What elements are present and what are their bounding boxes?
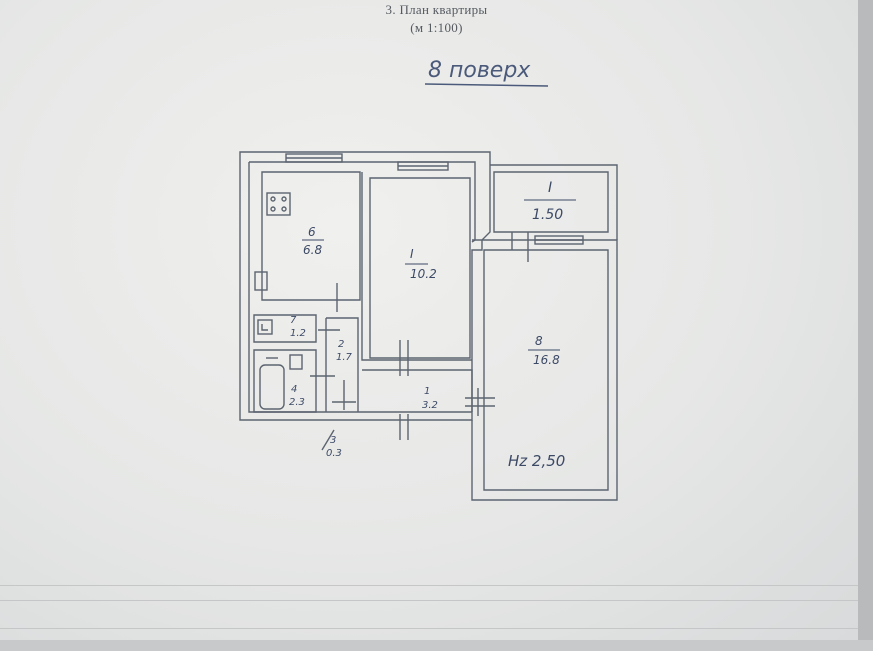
hall-area: 3.2 — [422, 400, 438, 411]
toilet-symbol — [261, 324, 268, 331]
closet-wall — [326, 317, 359, 412]
burner — [270, 196, 276, 202]
room-2-inner-wall — [483, 249, 609, 491]
bathroom-wall — [253, 349, 317, 413]
paper-fold — [0, 585, 858, 586]
stove-icon — [266, 192, 291, 216]
hall-number: 1 — [424, 386, 430, 397]
floor-note: 8 поверх — [428, 58, 531, 83]
toilet-fixture-icon — [257, 319, 273, 335]
toilet-number: 7 — [290, 315, 297, 326]
burner — [281, 206, 287, 212]
room-1-number: I — [410, 247, 414, 261]
entry-area: 0.3 — [326, 448, 342, 459]
paper-fold — [0, 628, 858, 629]
hall-wall — [362, 369, 473, 412]
kitchen-number: 6 — [308, 225, 316, 239]
balcony-area: 1.50 — [532, 207, 563, 223]
interior-wall-line — [248, 162, 472, 413]
balcony-outer-wall — [490, 164, 618, 240]
bathtub-icon — [259, 364, 285, 410]
page-edge — [858, 0, 873, 651]
washbasin-icon — [289, 354, 303, 370]
closet-number: 2 — [338, 339, 344, 350]
ceiling-height: Hz 2,50 — [508, 452, 565, 470]
paper-fold — [0, 600, 858, 601]
balcony-inner-wall — [493, 171, 609, 233]
room-1-wall — [369, 177, 471, 359]
bathroom-area: 2.3 — [289, 397, 305, 408]
plan-scale: (м 1:100) — [410, 20, 463, 35]
sink-icon — [254, 271, 268, 291]
closet-area: 1.7 — [336, 352, 353, 363]
room-2-number: 8 — [535, 334, 543, 348]
paper-sheet — [0, 0, 858, 640]
plan-title: 3. План квартиры — [385, 2, 488, 17]
bathroom-number: 4 — [291, 384, 297, 395]
room-1-area: 10.2 — [410, 267, 437, 281]
interior-wall-line — [361, 172, 472, 361]
toilet-area: 1.2 — [290, 328, 306, 339]
burner — [270, 206, 276, 212]
kitchen-area: 6.8 — [303, 243, 322, 257]
burner — [281, 196, 287, 202]
room-2-area: 16.8 — [533, 353, 560, 367]
page-edge — [0, 640, 873, 651]
exterior-wall — [239, 151, 491, 421]
toilet-wall — [253, 314, 317, 343]
balcony-number: I — [548, 180, 552, 196]
interior-wall-line — [249, 161, 476, 243]
entry-number: 3 — [330, 435, 336, 446]
kitchen-wall — [261, 171, 361, 301]
floor-note-underline — [424, 83, 549, 87]
pointer-line — [321, 429, 335, 451]
